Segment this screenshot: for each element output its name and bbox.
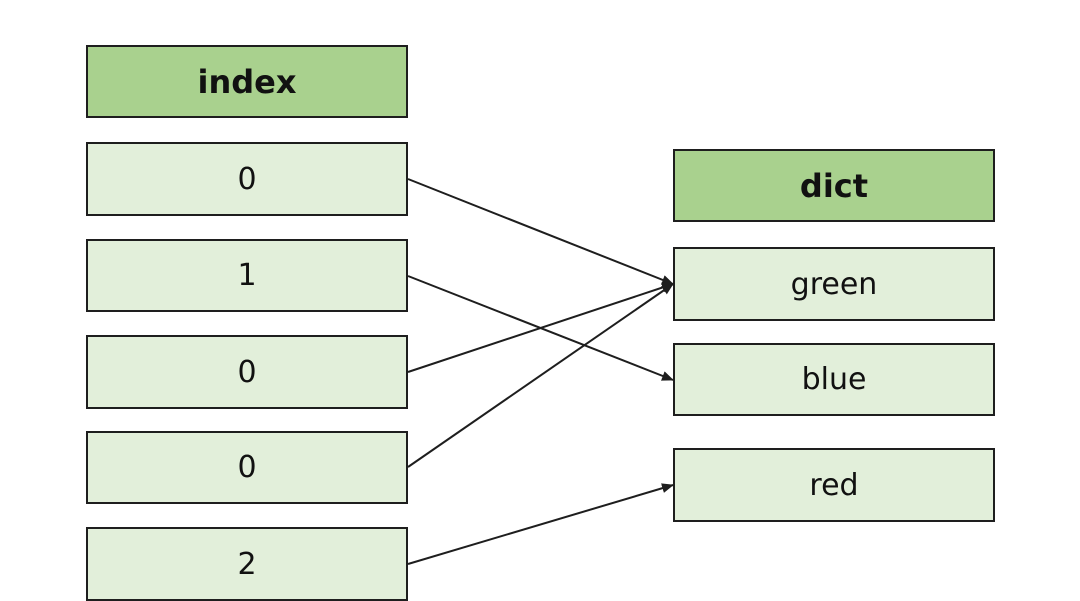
index-header: index xyxy=(86,45,408,118)
dict-cell-green: green xyxy=(673,247,995,321)
dict-cell-red: red xyxy=(673,448,995,522)
dict-cell-blue: blue xyxy=(673,343,995,416)
arrow-index-0-to-dict-0 xyxy=(407,178,674,285)
arrow-index-3-to-dict-0 xyxy=(407,283,674,468)
index-cell-2: 0 xyxy=(86,335,408,409)
arrow-index-4-to-dict-2 xyxy=(407,483,674,565)
index-cell-1: 1 xyxy=(86,239,408,312)
index-cell-0: 0 xyxy=(86,142,408,216)
arrow-index-2-to-dict-0 xyxy=(407,282,674,373)
index-cell-3: 0 xyxy=(86,431,408,504)
dict-header: dict xyxy=(673,149,995,222)
index-cell-4: 2 xyxy=(86,527,408,601)
